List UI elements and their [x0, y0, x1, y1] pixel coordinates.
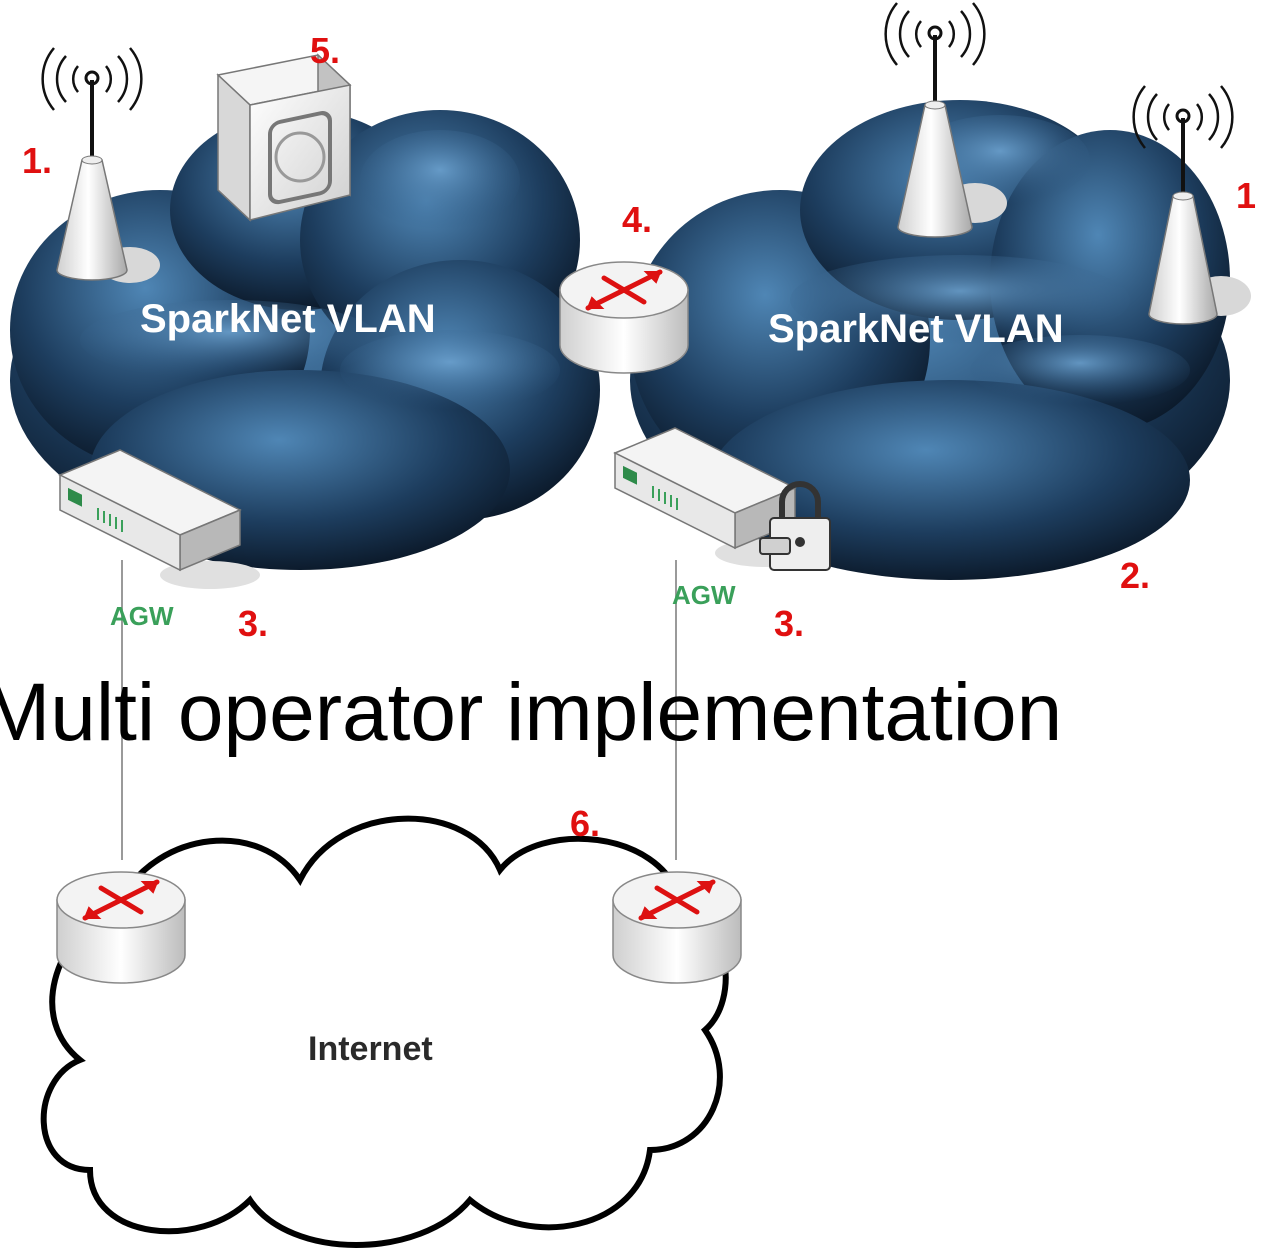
- marker-5: 5.: [310, 30, 340, 71]
- antenna-tower-icon: [884, 2, 1007, 238]
- router-icon: [612, 871, 742, 984]
- marker-3-right: 3.: [774, 603, 804, 644]
- marker-3-left: 3.: [238, 603, 268, 644]
- right-agw-label: AGW: [672, 580, 736, 610]
- right-vlan-label: SparkNet VLAN: [768, 307, 1064, 351]
- internet-label: Internet: [308, 1030, 433, 1068]
- padlock-icon: [759, 481, 831, 571]
- marker-1-right: 1: [1236, 175, 1256, 216]
- server-box-icon: [216, 53, 352, 222]
- access-gateway-icon: [58, 449, 260, 589]
- left-agw-label: AGW: [110, 601, 174, 631]
- router-icon: [56, 871, 186, 984]
- slide-title: Multi operator implementation: [0, 667, 1062, 758]
- marker-2: 2.: [1120, 555, 1150, 596]
- router-icon: [559, 261, 689, 374]
- marker-6: 6.: [570, 803, 600, 844]
- left-vlan-label: SparkNet VLAN: [140, 297, 436, 341]
- internet-cloud: [40, 815, 729, 1248]
- marker-1-left: 1.: [22, 140, 52, 181]
- marker-4: 4.: [622, 199, 652, 240]
